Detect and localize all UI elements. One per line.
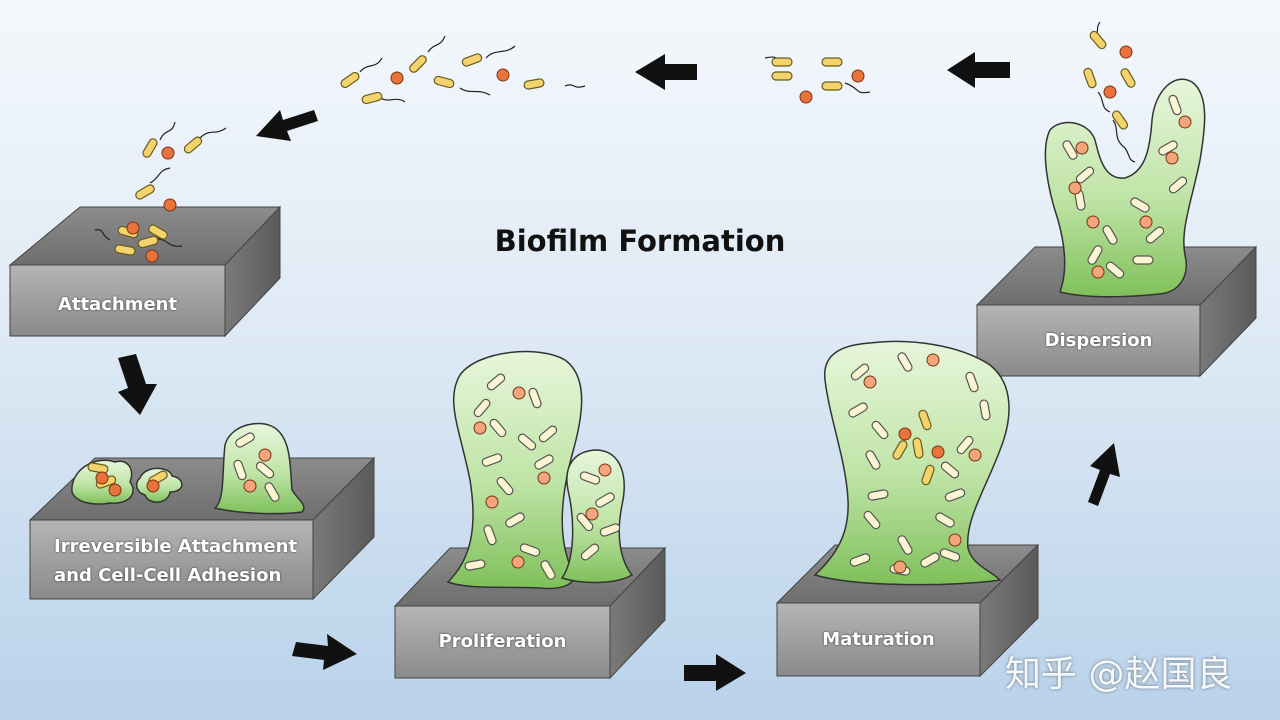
arrows: [118, 52, 1120, 691]
diagram-title: Biofilm Formation: [494, 224, 786, 258]
proliferation-label: Proliferation: [438, 631, 567, 652]
maturation-biofilm: [813, 340, 1010, 586]
maturation-label: Maturation: [822, 629, 935, 650]
arrow-7: [1088, 443, 1120, 506]
arrow-2: [635, 54, 697, 90]
dispersion-label: Dispersion: [1044, 330, 1153, 351]
arrow-3: [256, 110, 318, 141]
arrow-6: [684, 654, 746, 691]
arrow-5: [292, 634, 357, 670]
irreversible-label-line2: and Cell-Cell Adhesion: [54, 565, 282, 586]
attachment-label: Attachment: [57, 294, 178, 315]
irreversible-label-line1: Irreversible Attachment: [54, 536, 298, 557]
attachment-platform: [8, 205, 282, 338]
dispersion-biofilm: [1044, 78, 1206, 298]
arrow-1: [947, 52, 1010, 88]
watermark: 知乎 @赵国良: [1005, 654, 1233, 695]
arrow-4: [118, 354, 157, 415]
